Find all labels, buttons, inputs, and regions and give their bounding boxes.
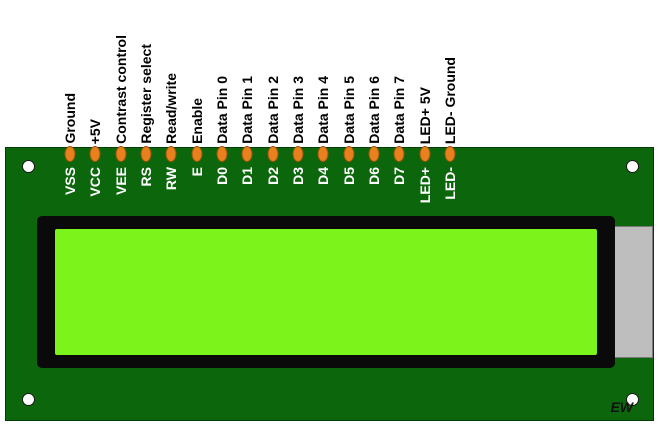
lcd-screen: [55, 229, 597, 355]
pin-column-d5: Data Pin 5 D5: [336, 0, 362, 222]
pin-column-d1: Data Pin 1 D1: [234, 0, 260, 222]
pin-label: LED+: [417, 167, 433, 204]
pin-label: D0: [214, 167, 230, 185]
pin-pad-icon: [191, 146, 203, 162]
backlight-tab: [611, 226, 653, 358]
pin-label: RW: [163, 167, 179, 191]
pin-pad-icon: [89, 146, 101, 162]
pin-pad-icon: [393, 146, 405, 162]
pin-pad-icon: [267, 146, 279, 162]
pin-pad-icon: [64, 146, 76, 162]
watermark-text: EW: [610, 399, 633, 415]
pin-pad-icon: [241, 146, 253, 162]
pin-pad-icon: [140, 146, 152, 162]
mounting-hole-bottom-left: [22, 393, 35, 406]
mounting-hole-top-right: [626, 160, 639, 173]
pin-pad-icon: [216, 146, 228, 162]
mounting-hole-bottom-right: [626, 393, 639, 406]
pin-column-led-minus: LED- Ground LED-: [437, 0, 463, 222]
pin-label: D5: [341, 167, 357, 185]
pin-description: Contrast control: [113, 35, 129, 144]
pin-label: LED-: [442, 167, 458, 200]
pin-description: Ground: [62, 93, 78, 144]
pin-label: D6: [366, 167, 382, 185]
pin-column-rw: Read/write RW: [158, 0, 184, 222]
pin-description: Data Pin 1: [239, 76, 255, 144]
pin-pad-icon: [115, 146, 127, 162]
pin-label: D7: [391, 167, 407, 185]
pin-description: Register select: [138, 44, 154, 144]
pin-pad-icon: [444, 146, 456, 162]
pin-column-d4: Data Pin 4 D4: [310, 0, 336, 222]
pin-pad-icon: [165, 146, 177, 162]
mounting-hole-top-left: [22, 160, 35, 173]
pin-pad-icon: [343, 146, 355, 162]
pin-description: Data Pin 3: [290, 76, 306, 144]
pin-description: Data Pin 0: [214, 76, 230, 144]
lcd-pcb-board: EW: [5, 147, 654, 421]
pin-label: RS: [138, 167, 154, 187]
pin-label: D1: [239, 167, 255, 185]
pin-description: LED+ 5V: [417, 86, 433, 144]
pin-label: VSS: [62, 167, 78, 196]
pin-column-e: Enable E: [184, 0, 210, 222]
pin-description: Data Pin 7: [391, 76, 407, 144]
pin-label: VCC: [87, 167, 103, 197]
pin-description: Data Pin 6: [366, 76, 382, 144]
pin-description: Data Pin 2: [265, 76, 281, 144]
pin-description: Read/write: [163, 73, 179, 144]
pin-column-vee: Contrast control VEE: [108, 0, 134, 222]
pin-column-vss: Ground VSS: [57, 0, 83, 222]
pin-description: Data Pin 4: [315, 76, 331, 144]
pin-header-row: Ground VSS +5V VCC Contrast control VEE …: [57, 0, 463, 222]
pin-column-rs: Register select RS: [133, 0, 159, 222]
pin-description: LED- Ground: [442, 56, 458, 144]
pin-pad-icon: [317, 146, 329, 162]
pin-label: D4: [315, 167, 331, 185]
pin-label: D2: [265, 167, 281, 185]
pin-column-led-plus: LED+ 5V LED+: [412, 0, 438, 222]
pin-column-d0: Data Pin 0 D0: [209, 0, 235, 222]
pin-description: Data Pin 5: [341, 76, 357, 144]
pin-column-d7: Data Pin 7 D7: [386, 0, 412, 222]
lcd-bezel: [37, 216, 615, 368]
pin-column-d3: Data Pin 3 D3: [285, 0, 311, 222]
pin-description: Enable: [189, 98, 205, 144]
pin-pad-icon: [368, 146, 380, 162]
pin-column-vcc: +5V VCC: [82, 0, 108, 222]
pin-pad-icon: [292, 146, 304, 162]
pin-label: VEE: [113, 167, 129, 196]
pin-description: +5V: [87, 118, 103, 144]
pin-column-d2: Data Pin 2 D2: [260, 0, 286, 222]
pin-pad-icon: [419, 146, 431, 162]
pin-label: D3: [290, 167, 306, 185]
pin-column-d6: Data Pin 6 D6: [361, 0, 387, 222]
pin-label: E: [189, 167, 205, 177]
